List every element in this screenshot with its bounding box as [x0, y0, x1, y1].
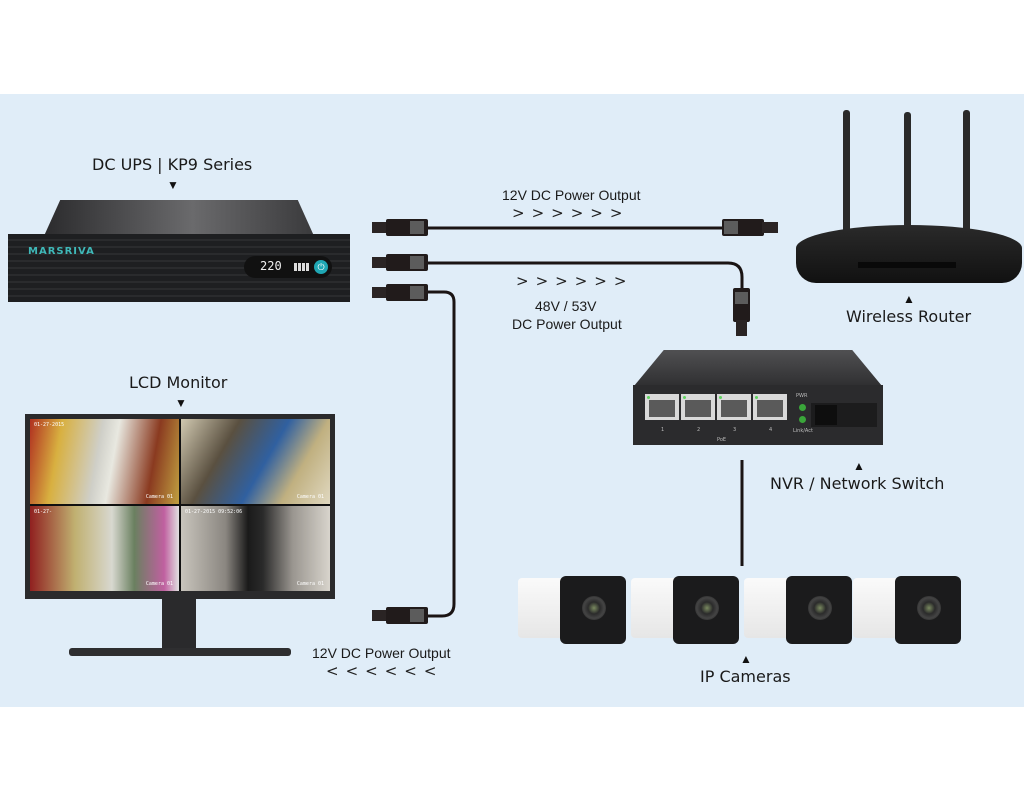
ups-top-cover — [44, 200, 314, 236]
monitor-base — [69, 648, 291, 656]
ups-label: DC UPS | KP9 Series — [92, 155, 253, 174]
router-pointer-icon: ▲ — [903, 292, 915, 306]
plug-switch — [733, 288, 750, 336]
link-led — [799, 416, 806, 423]
feed-timestamp: 01-27-2015 — [34, 422, 65, 428]
port-number: 3 — [733, 427, 737, 433]
feed-camera-label: Camera 01 — [145, 581, 173, 587]
flow-arrows-monitor: <<<<<< — [326, 662, 444, 680]
switch-pointer-icon: ▲ — [853, 459, 865, 473]
link-act-label: Link/Act — [793, 428, 813, 434]
ip-camera — [853, 574, 963, 646]
flow-arrows-router: >>>>>> — [512, 204, 630, 222]
flow-arrows-switch: >>>>>> — [516, 272, 634, 290]
feed-timestamp: 01-27- — [34, 509, 53, 515]
plug-router — [722, 219, 778, 236]
plug-ups-3 — [372, 284, 428, 301]
monitor-screen: 01-27-2015 Camera 01 Camera 01 01-27- Ca… — [30, 419, 330, 591]
ip-camera — [744, 574, 854, 646]
battery-icon — [294, 263, 310, 271]
port-number: 4 — [769, 427, 773, 433]
connection-label-router: 12V DC Power Output — [502, 187, 641, 203]
cameras-label: IP Cameras — [700, 667, 791, 686]
camera-feed: 01-27- Camera 01 — [30, 506, 179, 591]
power-icon: ⏻ — [314, 260, 328, 274]
camera-lens-icon — [917, 596, 941, 620]
ethernet-port — [645, 394, 679, 420]
ip-camera — [518, 574, 628, 646]
lcd-monitor-device: 01-27-2015 Camera 01 Camera 01 01-27- Ca… — [25, 414, 335, 599]
feed-camera-label: Camera 01 — [296, 494, 324, 500]
cable-ups-switch — [428, 261, 744, 288]
feed-camera-label: Camera 01 — [296, 581, 324, 587]
router-antenna — [843, 110, 850, 240]
plug-ups-1 — [372, 219, 428, 236]
ip-camera — [631, 574, 741, 646]
ups-front-panel: MARSRIVA 220 ⏻ — [8, 234, 350, 302]
router-led-strip — [858, 262, 956, 268]
dc-ups-device: MARSRIVA 220 ⏻ — [8, 200, 350, 302]
camera-lens-icon — [582, 596, 606, 620]
camera-feed: Camera 01 — [181, 419, 330, 504]
plug-monitor — [372, 607, 428, 624]
plug-connectors — [372, 219, 778, 624]
cable-ups-monitor — [428, 290, 456, 618]
router-antenna — [963, 110, 970, 240]
wireless-router-device — [796, 225, 1022, 283]
pwr-label: PWR — [796, 393, 808, 399]
monitor-stand — [162, 599, 196, 649]
connection-label-switch-line2: DC Power Output — [512, 316, 622, 332]
plug-ups-2 — [372, 254, 428, 271]
router-label: Wireless Router — [846, 307, 972, 326]
camera-feed: 01-27-2015 Camera 01 — [30, 419, 179, 504]
switch-top-cover — [634, 350, 882, 386]
feed-camera-label: Camera 01 — [145, 494, 173, 500]
camera-lens-icon — [808, 596, 832, 620]
monitor-label: LCD Monitor — [129, 373, 228, 392]
pwr-led — [799, 404, 806, 411]
ethernet-port — [681, 394, 715, 420]
feed-timestamp: 01-27-2015 09:52:06 — [185, 509, 243, 515]
poe-label: PoE — [717, 437, 727, 443]
camera-feed: 01-27-2015 09:52:06 Camera 01 — [181, 506, 330, 591]
ups-display: 220 ⏻ — [244, 256, 332, 278]
connection-label-switch-line1: 48V / 53V — [535, 298, 597, 314]
port-number: 2 — [697, 427, 701, 433]
connection-label-monitor: 12V DC Power Output — [312, 645, 451, 661]
ethernet-port — [717, 394, 751, 420]
ups-voltage-readout: 220 — [260, 259, 282, 273]
ethernet-port — [753, 394, 787, 420]
sfp-port — [811, 403, 877, 427]
ups-brand-logo: MARSRIVA — [28, 246, 95, 257]
network-switch-device: 1 2 3 4 PoE PWR Link/Act — [633, 385, 883, 445]
camera-lens-icon — [695, 596, 719, 620]
monitor-pointer-icon: ▼ — [175, 396, 187, 410]
port-number: 1 — [661, 427, 665, 433]
cameras-pointer-icon: ▲ — [740, 652, 752, 666]
ups-pointer-icon: ▼ — [167, 178, 179, 192]
switch-label: NVR / Network Switch — [770, 474, 945, 493]
router-antenna — [904, 112, 911, 232]
